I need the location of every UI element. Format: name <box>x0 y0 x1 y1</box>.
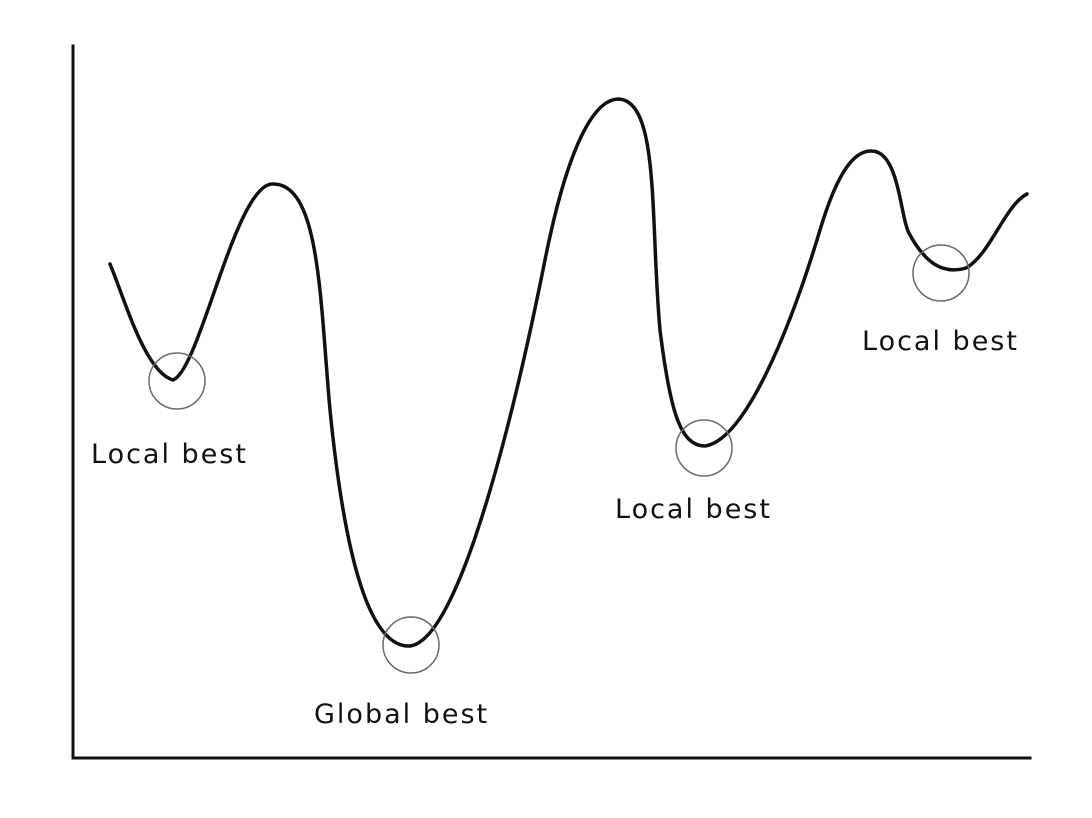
local-best-marker-2 <box>675 419 733 477</box>
objective-curve <box>108 97 1029 648</box>
local-best-marker-1 <box>148 352 206 410</box>
global-best-marker <box>382 616 440 674</box>
local-best-marker-3 <box>912 244 970 302</box>
global-best-label: Global best <box>314 699 489 730</box>
local-best-label-1: Local best <box>91 439 248 470</box>
local-best-label-3: Local best <box>862 326 1019 357</box>
local-best-label-2: Local best <box>615 494 772 525</box>
